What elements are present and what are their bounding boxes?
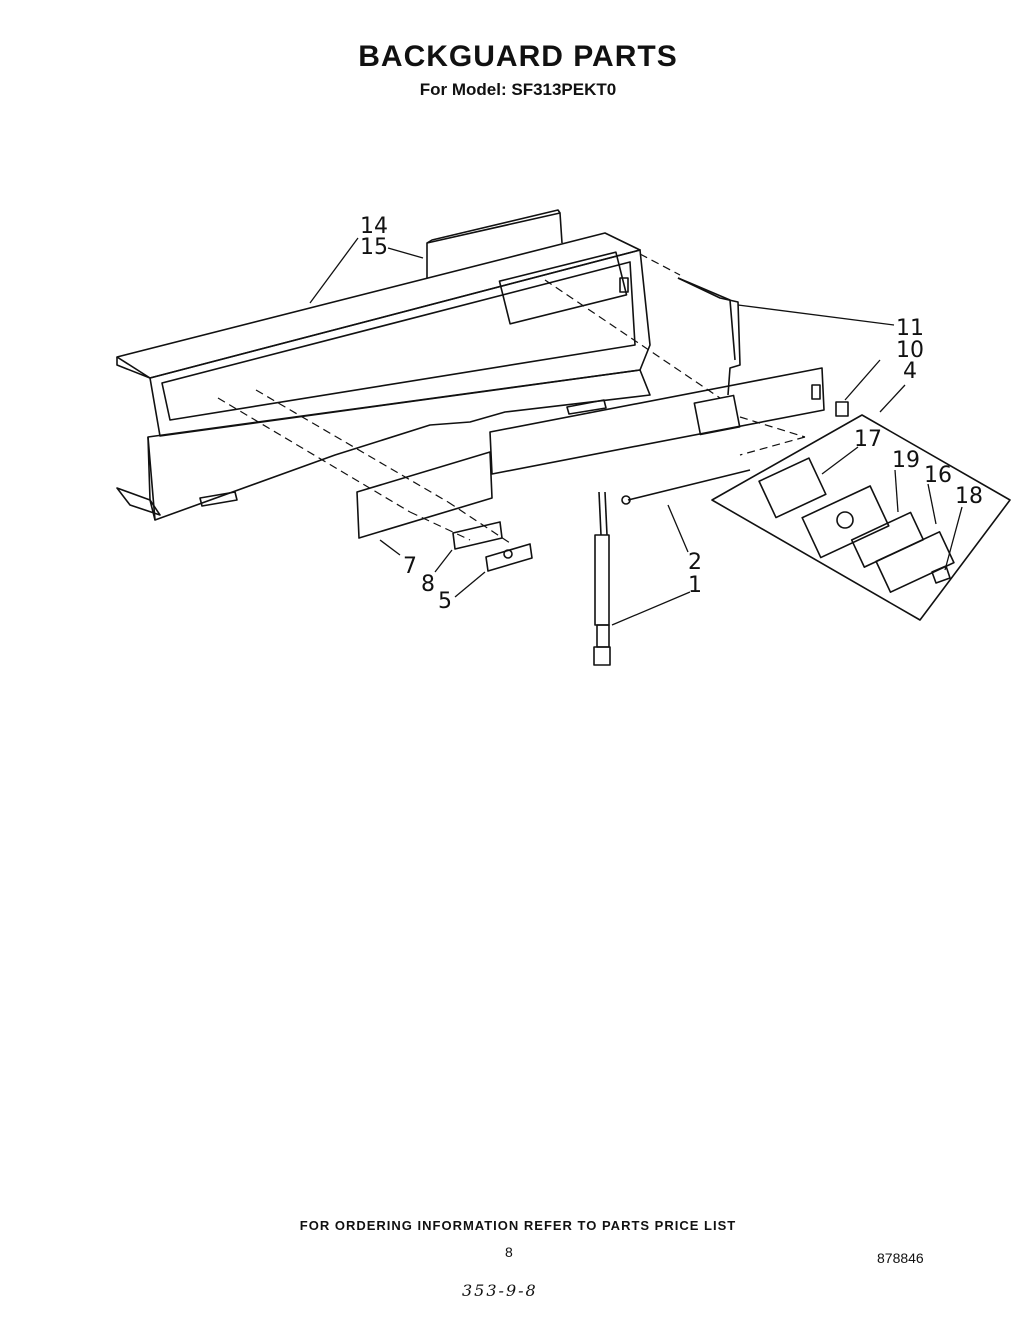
handwritten-note: 353-9-8 — [462, 1281, 538, 1300]
wire-harness — [593, 491, 611, 666]
callout-15: 15 — [360, 235, 388, 260]
page-title: BACKGUARD PARTS — [358, 40, 678, 73]
callout-17: 17 — [854, 427, 882, 452]
end-cap — [677, 277, 741, 396]
document-number: 878846 — [877, 1250, 924, 1266]
callout-14: 14 — [360, 214, 388, 239]
backguard-housing — [116, 232, 651, 521]
control-panel-insert — [356, 451, 493, 539]
callout-10: 10 — [896, 338, 924, 363]
leader-lines — [309, 237, 963, 626]
page-number: 8 — [505, 1244, 513, 1260]
callout-5: 5 — [438, 589, 452, 614]
ordering-note: FOR ORDERING INFORMATION REFER TO PARTS … — [299, 1218, 737, 1233]
clock-subassembly — [711, 414, 1011, 621]
probe-rod — [621, 469, 751, 505]
callout-16: 16 — [924, 463, 952, 488]
trim-strip — [489, 367, 825, 475]
callout-2: 2 — [688, 550, 702, 575]
callout-4: 4 — [903, 359, 917, 384]
callout-18: 18 — [955, 484, 983, 509]
callout-1: 1 — [688, 573, 702, 598]
callout-11: 11 — [896, 316, 924, 341]
assembly-guide-lines — [217, 253, 806, 544]
clip-part — [835, 401, 849, 417]
top-bracket — [426, 209, 563, 278]
callout-8: 8 — [421, 572, 435, 597]
model-subtitle: For Model: SF313PEKT0 — [419, 80, 617, 99]
callout-7: 7 — [403, 554, 417, 579]
callout-19: 19 — [892, 448, 920, 473]
switch-parts — [452, 521, 533, 572]
